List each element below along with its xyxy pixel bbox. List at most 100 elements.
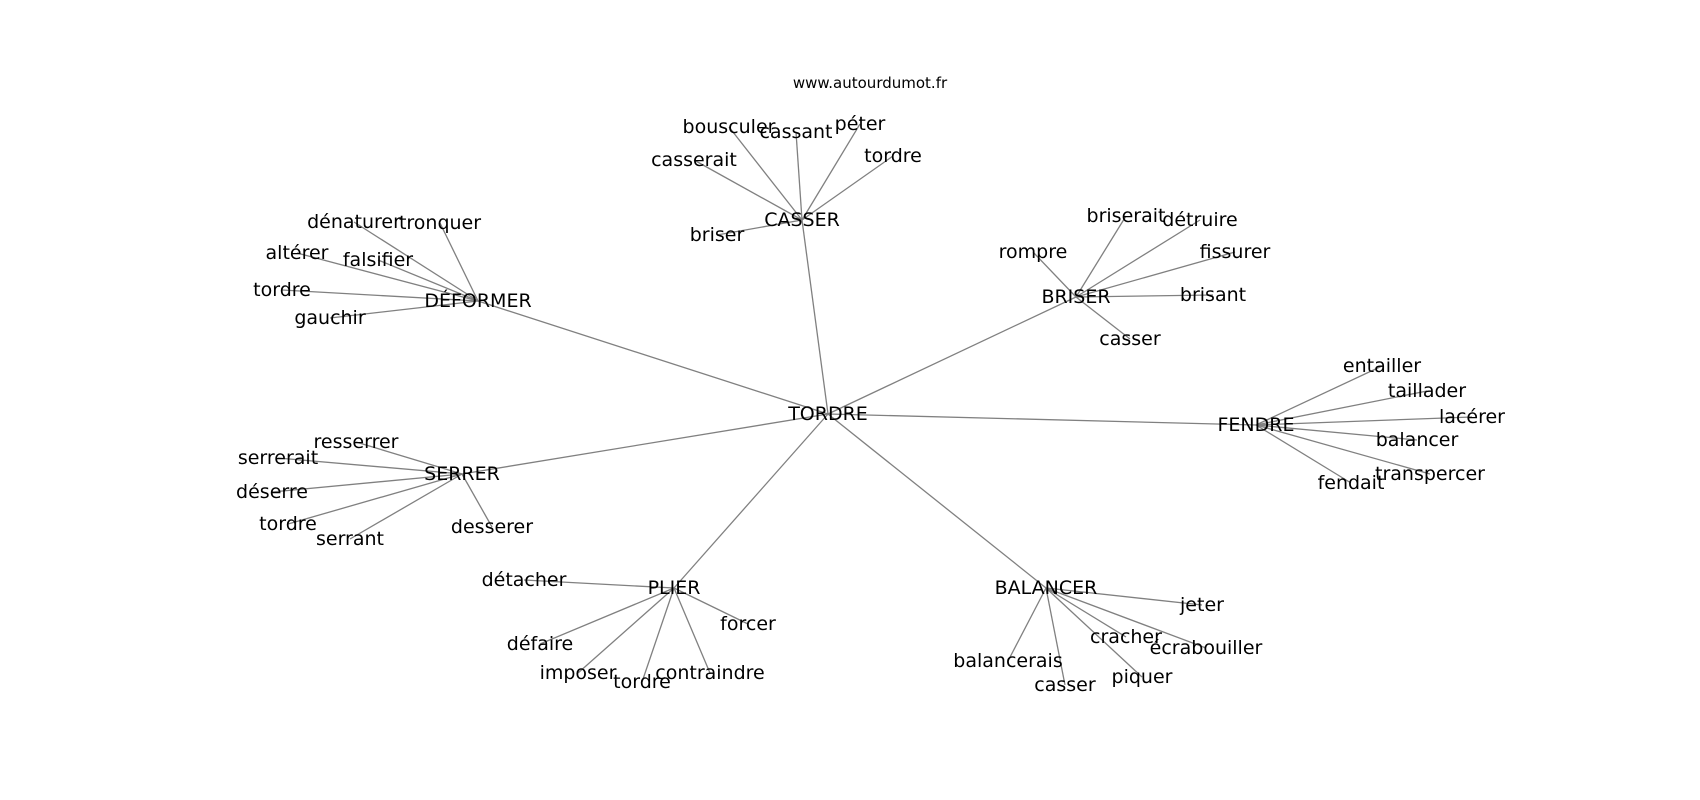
- leaf-node-fendre-balancer: balancer: [1376, 429, 1459, 451]
- edge-center-briser: [827, 296, 1077, 415]
- edge-center-serrer: [461, 413, 829, 475]
- edge-balancer-casser: [1045, 587, 1066, 686]
- leaf-node-plier-imposer: imposer: [540, 662, 617, 684]
- leaf-node-briser-rompre: rompre: [999, 241, 1068, 263]
- edges-layer: [271, 123, 1473, 686]
- leaf-node-plier-forcer: forcer: [720, 613, 776, 635]
- edge-briser-detruire: [1075, 219, 1201, 298]
- edge-balancer-piquer: [1045, 587, 1143, 678]
- center-node-label: TORDRE: [787, 403, 868, 425]
- leaf-node-fendre-entailler: entailler: [1343, 355, 1421, 377]
- edge-center-deformer: [477, 300, 829, 415]
- edge-fendre-fendait: [1255, 424, 1352, 484]
- hub-node-balancer: BALANCER: [995, 577, 1098, 599]
- leaf-node-deformer-denaturer: dénaturer: [307, 211, 401, 233]
- leaf-node-briser-fissurer: fissurer: [1200, 241, 1271, 263]
- leaf-node-plier-contraindre: contraindre: [655, 662, 764, 684]
- edge-briser-briserait: [1075, 215, 1127, 298]
- edge-plier-contraindre: [673, 587, 711, 674]
- edge-center-balancer: [827, 413, 1047, 589]
- edge-center-fendre: [827, 413, 1257, 426]
- edge-deformer-gauchir: [329, 300, 479, 319]
- edge-plier-defaire: [539, 587, 675, 645]
- edge-fendre-entailler: [1255, 365, 1383, 426]
- leaf-node-deformer-tronquer: tronquer: [399, 212, 481, 234]
- edge-plier-imposer: [577, 587, 675, 674]
- leaf-node-briser-casser: casser: [1099, 328, 1161, 350]
- edge-fendre-taillader: [1255, 390, 1428, 426]
- edge-briser-brisant: [1075, 294, 1214, 298]
- edge-serrer-tordre: [287, 473, 463, 525]
- edge-center-casser: [801, 219, 829, 415]
- leaf-node-casser-cassant: cassant: [759, 121, 832, 143]
- hub-node-fendre: FENDRE: [1218, 414, 1295, 436]
- edge-serrer-serrerait: [277, 457, 463, 475]
- leaf-node-plier-defaire: défaire: [507, 633, 573, 655]
- source-watermark: www.autourdumot.fr: [793, 74, 948, 92]
- edge-deformer-falsifier: [377, 259, 479, 302]
- hub-node-plier: PLIER: [648, 577, 701, 599]
- edge-serrer-serrant: [349, 473, 463, 540]
- edge-briser-casser: [1075, 296, 1131, 340]
- leaf-node-balancer-casser: casser: [1034, 674, 1096, 696]
- edge-casser-peter: [801, 123, 861, 221]
- leaf-node-deformer-tordre: tordre: [253, 279, 311, 301]
- leaf-node-casser-briser: briser: [690, 224, 745, 246]
- edge-fendre-transpercer: [1255, 424, 1431, 475]
- edge-deformer-tronquer: [439, 222, 479, 302]
- leaf-node-briser-briserait: briserait: [1087, 205, 1166, 227]
- edge-plier-forcer: [673, 587, 749, 625]
- edge-serrer-resserrer: [355, 441, 463, 475]
- edge-balancer-jeter: [1045, 587, 1203, 606]
- edge-casser-casserait: [693, 159, 803, 221]
- hub-node-briser: BRISER: [1041, 286, 1110, 308]
- leaf-node-fendre-lacerer: lacérer: [1439, 406, 1505, 428]
- leaf-node-casser-tordre: tordre: [864, 145, 922, 167]
- leaf-node-balancer-cracher: cracher: [1090, 626, 1162, 648]
- leaf-node-deformer-falsifier: falsifier: [343, 249, 413, 271]
- edge-balancer-ecrabouiller: [1045, 587, 1207, 649]
- leaf-node-casser-casserait: casserait: [651, 149, 737, 171]
- leaf-node-deformer-gauchir: gauchir: [294, 307, 366, 329]
- edge-casser-tordre: [801, 155, 894, 221]
- leaf-node-serrer-serrant: serrant: [316, 528, 384, 550]
- leaf-node-balancer-ecrabouiller: écrabouiller: [1150, 637, 1263, 659]
- edge-fendre-lacerer: [1255, 416, 1473, 426]
- leaf-node-briser-detruire: détruire: [1162, 209, 1237, 231]
- edge-balancer-cracher: [1045, 587, 1127, 638]
- edge-center-plier: [673, 413, 829, 589]
- edge-fendre-balancer: [1255, 424, 1418, 441]
- leaf-node-serrer-tordre: tordre: [259, 513, 317, 535]
- edge-casser-bousculer: [728, 126, 803, 221]
- hub-node-serrer: SERRER: [424, 463, 500, 485]
- leaf-node-casser-bousculer: bousculer: [683, 116, 776, 138]
- leaf-node-casser-peter: péter: [835, 113, 886, 135]
- edge-balancer-balancerais: [1007, 587, 1047, 662]
- edge-casser-briser: [716, 219, 803, 236]
- edge-briser-fissurer: [1075, 251, 1236, 298]
- edge-plier-detacher: [523, 579, 675, 589]
- edge-deformer-tordre: [281, 289, 479, 302]
- leaf-node-plier-detacher: détacher: [482, 569, 567, 591]
- leaf-node-serrer-serrerait: serrerait: [238, 447, 318, 469]
- hub-node-casser: CASSER: [764, 209, 840, 231]
- edge-casser-cassant: [795, 131, 803, 221]
- leaf-node-deformer-alterer: altérer: [266, 242, 329, 264]
- edge-serrer-deserre: [271, 473, 463, 493]
- leaf-node-plier-tordre: tordre: [613, 671, 671, 693]
- edge-plier-tordre: [641, 587, 675, 683]
- edge-serrer-desserer: [461, 473, 493, 528]
- leaf-node-balancer-balancerais: balancerais: [953, 650, 1062, 672]
- hub-node-deformer: DÉFORMER: [424, 289, 531, 312]
- leaf-node-serrer-desserer: desserer: [451, 516, 533, 538]
- edge-briser-rompre: [1032, 251, 1077, 298]
- edge-deformer-alterer: [296, 252, 479, 302]
- leaf-node-briser-brisant: brisant: [1180, 284, 1246, 306]
- leaf-node-serrer-deserre: déserre: [236, 481, 308, 503]
- leaf-node-balancer-jeter: jeter: [1179, 594, 1224, 616]
- leaf-node-serrer-resserrer: resserrer: [314, 431, 399, 453]
- leaf-node-fendre-fendait: fendait: [1318, 472, 1385, 494]
- leaf-node-balancer-piquer: piquer: [1112, 666, 1173, 688]
